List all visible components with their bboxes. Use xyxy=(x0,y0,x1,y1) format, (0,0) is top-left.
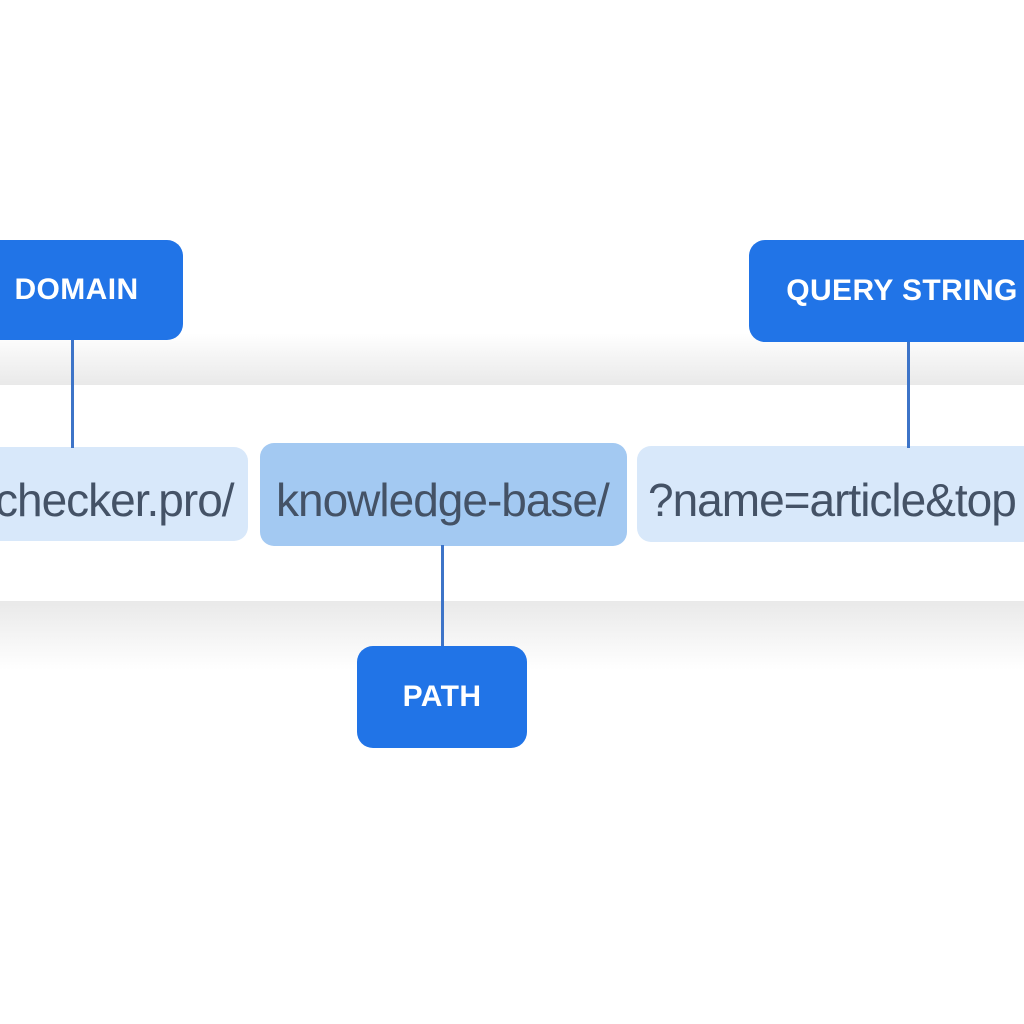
query-string-label-text: QUERY STRING xyxy=(786,274,1018,307)
query-string-connector-line xyxy=(907,340,910,448)
query-segment-highlight xyxy=(637,446,1024,542)
domain-segment-highlight xyxy=(0,447,248,541)
domain-label: DOMAIN xyxy=(0,240,183,340)
url-path-text: knowledge-base/ xyxy=(276,474,610,526)
query-string-label: QUERY STRING xyxy=(749,240,1024,342)
url-query-text: ?name=article&top xyxy=(648,474,1017,526)
path-label: PATH xyxy=(357,646,527,748)
url-domain-text: checker.pro/ xyxy=(0,474,235,526)
path-segment-highlight xyxy=(260,443,627,546)
domain-label-text: DOMAIN xyxy=(14,273,139,306)
path-connector-line xyxy=(441,545,444,646)
path-label-text: PATH xyxy=(402,680,482,713)
domain-connector-line xyxy=(71,338,74,448)
